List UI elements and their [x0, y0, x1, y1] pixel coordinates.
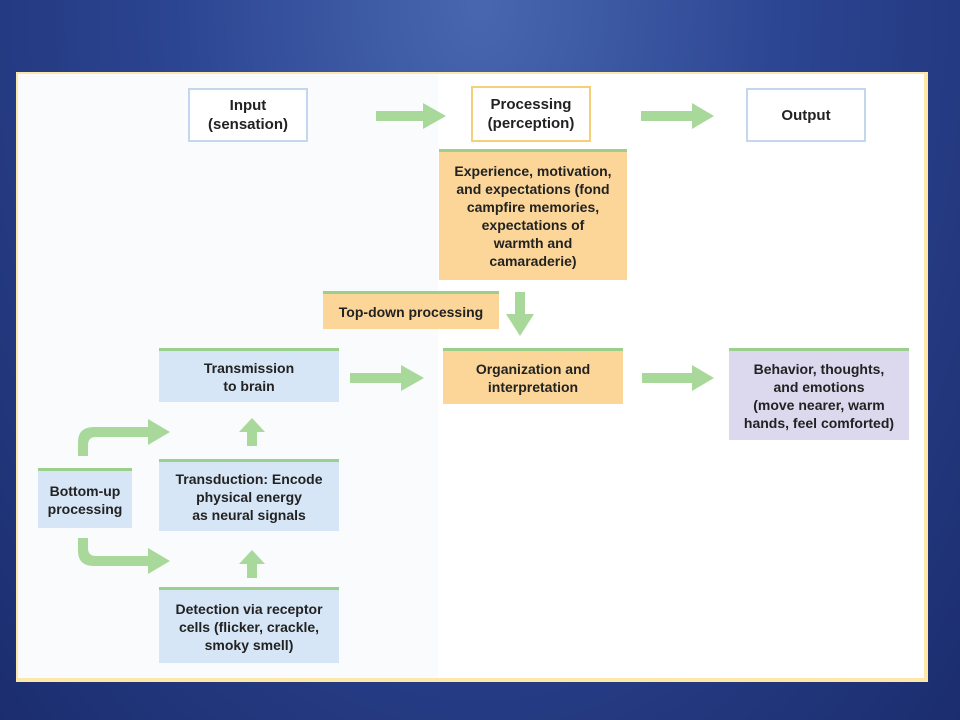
top-down-box: Top-down processing: [323, 291, 499, 329]
experience-box: Experience, motivation, and expectations…: [439, 149, 627, 280]
arrow-input-to-processing: [376, 103, 446, 129]
transmission-box: Transmission to brain: [159, 348, 339, 402]
arrow-bottom-up-lower: [78, 538, 170, 574]
arrow-transmission-to-organization: [350, 365, 424, 391]
slide-frame: Input (sensation) Processing (perception…: [16, 72, 928, 682]
arrow-processing-to-output: [641, 103, 714, 129]
arrow-layer: [78, 103, 714, 578]
output-header: Output: [746, 88, 866, 142]
diagram-panel: Input (sensation) Processing (perception…: [18, 74, 924, 678]
behavior-box: Behavior, thoughts, and emotions (move n…: [729, 348, 909, 440]
bottom-up-box: Bottom-up processing: [38, 468, 132, 528]
processing-header: Processing (perception): [471, 86, 591, 142]
organization-box: Organization and interpretation: [443, 348, 623, 404]
detection-box: Detection via receptor cells (flicker, c…: [159, 587, 339, 663]
arrow-bottom-up-upper: [78, 419, 170, 456]
arrow-detection-to-transduction: [239, 550, 265, 578]
arrow-transduction-to-transmission: [239, 418, 265, 446]
arrow-top-down: [506, 292, 534, 336]
transduction-box: Transduction: Encode physical energy as …: [159, 459, 339, 531]
arrow-organization-to-behavior: [642, 365, 714, 391]
input-header: Input (sensation): [188, 88, 308, 142]
